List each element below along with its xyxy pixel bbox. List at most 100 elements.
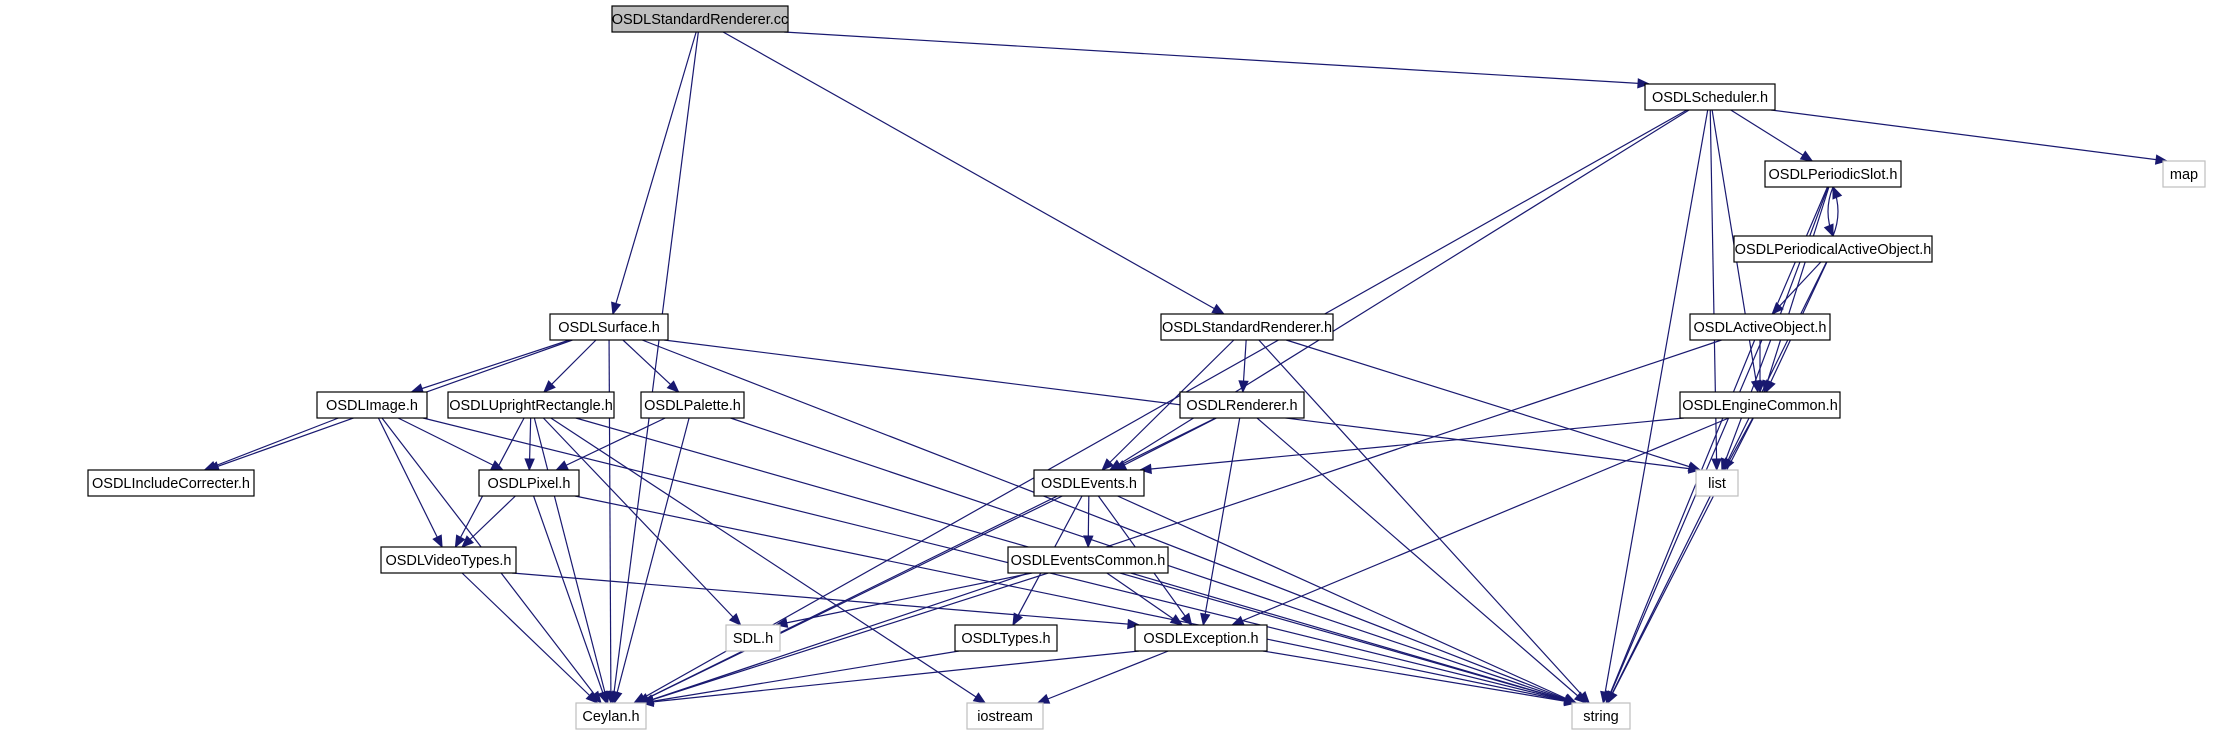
node-box [2162,160,2206,188]
arrowhead [555,460,569,471]
node-image[interactable]: OSDLImage.h [316,391,428,419]
edge-stdrenderer-to-list [1285,339,1702,472]
node-ceylan: Ceylan.h [575,702,647,730]
node-enginecommon[interactable]: OSDLEngineCommon.h [1679,391,1841,419]
edge-line [641,339,1722,704]
node-box [1179,391,1305,419]
arrowhead [2154,154,2169,165]
node-upright[interactable]: OSDLUprightRectangle.h [447,391,615,419]
edge-pixel-to-ceylan [533,495,608,705]
node-sdl: SDL.h [725,624,781,652]
edge-image-to-string [422,417,1578,706]
edge-line [1602,109,1709,704]
node-events[interactable]: OSDLEvents.h [1033,469,1145,497]
node-surface[interactable]: OSDLSurface.h [549,313,669,341]
edge-events-to-ceylan [636,495,1063,704]
node-activeobject[interactable]: OSDLActiveObject.h [1689,313,1831,341]
edge-surface-to-image [410,339,570,394]
edge-enginecommon-to-events [1138,417,1685,475]
node-renderer[interactable]: OSDLRenderer.h [1179,391,1305,419]
node-label: OSDLImage.h [326,398,418,414]
arrowhead [1607,690,1618,705]
node-box [725,624,781,652]
edge-events-to-string [1117,495,1578,704]
node-label: OSDLStandardRenderer.cc [612,12,789,28]
node-label: OSDLVideoTypes.h [385,553,511,569]
edge-line [1114,417,1217,471]
node-types[interactable]: OSDLTypes.h [954,624,1058,652]
node-box [1764,160,1902,188]
edge-line [377,417,443,548]
edge-line [775,572,1033,626]
node-label: OSDLPalette.h [644,398,741,414]
arrowhead [612,690,623,705]
arrowhead [1200,612,1211,627]
node-videotypes[interactable]: OSDLVideoTypes.h [380,546,517,574]
edge-scheduler-to-ceylan [632,109,1688,704]
node-scheduler[interactable]: OSDLScheduler.h [1644,83,1776,111]
node-box [87,469,255,497]
edge-exception-to-ceylan [640,650,1140,708]
node-box [1679,391,1841,419]
arrowhead [1180,612,1193,627]
edge-line [555,417,666,471]
arrowhead [1687,461,1702,472]
edge-line [1605,339,1756,704]
node-label: OSDLUprightRectangle.h [449,398,613,414]
edge-line [1117,495,1577,704]
node-periodicslot[interactable]: OSDLPeriodicSlot.h [1764,160,1902,188]
edge-line [1037,650,1169,704]
arrowhead [461,535,475,548]
edge-eventscommon-to-exception [1106,572,1184,626]
node-palette[interactable]: OSDLPalette.h [640,391,745,419]
node-label: OSDLPixel.h [487,476,570,492]
node-iostream: iostream [966,702,1044,730]
edge-line [1285,339,1701,471]
edge-line [511,572,1140,626]
node-periodicalactive[interactable]: OSDLPeriodicalActiveObject.h [1733,235,1933,263]
arrowhead [640,696,654,708]
edge-scheduler-to-list [1709,109,1722,472]
node-box [380,546,517,574]
edge-line [411,339,570,393]
edge-line [722,31,1225,315]
node-label: OSDLRenderer.h [1186,398,1297,414]
node-label: OSDLActiveObject.h [1694,320,1827,336]
arrowhead [1127,618,1141,630]
node-root[interactable]: OSDLStandardRenderer.cc [611,5,789,33]
node-list: list [1695,469,1739,497]
node-string: string [1571,702,1631,730]
node-box [1689,313,1831,341]
arrowhead [1036,693,1051,704]
node-exception[interactable]: OSDLException.h [1134,624,1268,652]
edge-line [550,417,986,704]
edge-videotypes-to-ceylan [461,572,599,704]
node-box [1733,235,1933,263]
arrowhead [666,380,680,393]
node-eventscommon[interactable]: OSDLEventsCommon.h [1007,546,1169,574]
edge-line [1258,339,1590,704]
node-label: OSDLPeriodicalActiveObject.h [1735,242,1932,258]
edge-palette-to-ceylan [612,417,690,705]
edge-stdrenderer-to-string [1258,339,1591,704]
arrowhead [597,690,608,705]
arrowhead [1637,78,1651,89]
edge-line [641,650,1140,704]
edge-activeobject-to-enginecommon [1754,340,1766,394]
node-pixel[interactable]: OSDLPixel.h [478,469,580,497]
edge-line [574,495,1577,704]
node-includecorr[interactable]: OSDLIncludeCorrecter.h [87,469,255,497]
node-label: SDL.h [733,631,773,647]
node-stdrenderer[interactable]: OSDLStandardRenderer.h [1160,313,1334,341]
node-label: iostream [977,709,1033,725]
edge-line [641,339,1577,704]
edge-surface-to-string [641,339,1578,704]
edge-line [612,31,697,315]
node-label: list [1708,476,1726,492]
arrowhead [972,692,987,704]
edge-exception-to-string [1262,650,1578,707]
edge-periodicslot-to-periodicalactive [1823,186,1834,238]
edge-line [1770,109,2168,162]
node-box [1160,313,1334,341]
arrowhead [1211,303,1226,315]
